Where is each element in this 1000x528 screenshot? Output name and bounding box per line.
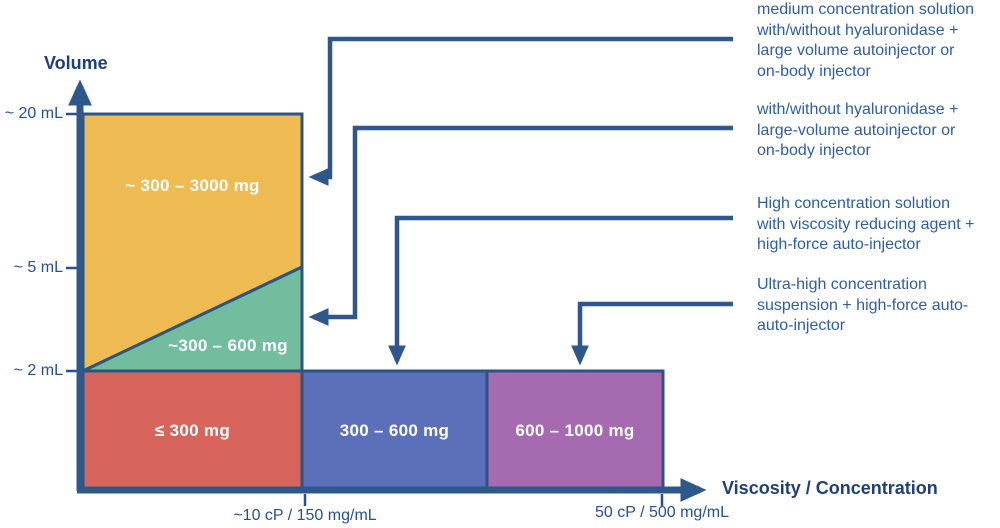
- y-tick-label-2ml: ~ 2 mL: [13, 362, 63, 379]
- region-label-high-concentration: 300 – 600 mg: [339, 421, 450, 440]
- annotation-medium-concentration: medium concentration solution with/witho…: [757, 1, 975, 80]
- y-axis-title: Volume: [44, 53, 108, 73]
- x-tick-label-500mgml: 50 cP / 500 mg/mL: [595, 504, 729, 521]
- region-label-low-dose: ≤ 300 mg: [154, 421, 231, 440]
- annotation-ultra-high-concentration: Ultra-high concentration suspension + hi…: [757, 276, 969, 334]
- callout-arrow-ultra-high-concentration: [571, 301, 733, 366]
- y-tick-label-20ml: ~ 20 mL: [4, 105, 63, 122]
- x-axis-title: Viscosity / Concentration: [722, 478, 938, 498]
- y-tick-label-5ml: ~ 5 mL: [13, 259, 63, 276]
- region-low-dose: [81, 369, 304, 490]
- callout-arrow-high-concentration: [388, 215, 733, 366]
- annotation-high-concentration: High concentration solution with viscosi…: [757, 195, 975, 253]
- region-label-transition: ~300 – 600 mg: [168, 336, 288, 355]
- region-label-large-volume: ~ 300 – 3000 mg: [125, 176, 260, 195]
- x-tick-label-150mgml: ~10 cP / 150 mg/mL: [233, 507, 377, 524]
- callout-arrow-hyaluronidase: [308, 125, 733, 326]
- callout-arrow-medium-concentration: [308, 36, 733, 186]
- region-label-ultra-high-concentration: 600 – 1000 mg: [515, 421, 635, 440]
- annotation-hyaluronidase: with/without hyaluronidase + large-volum…: [757, 101, 959, 159]
